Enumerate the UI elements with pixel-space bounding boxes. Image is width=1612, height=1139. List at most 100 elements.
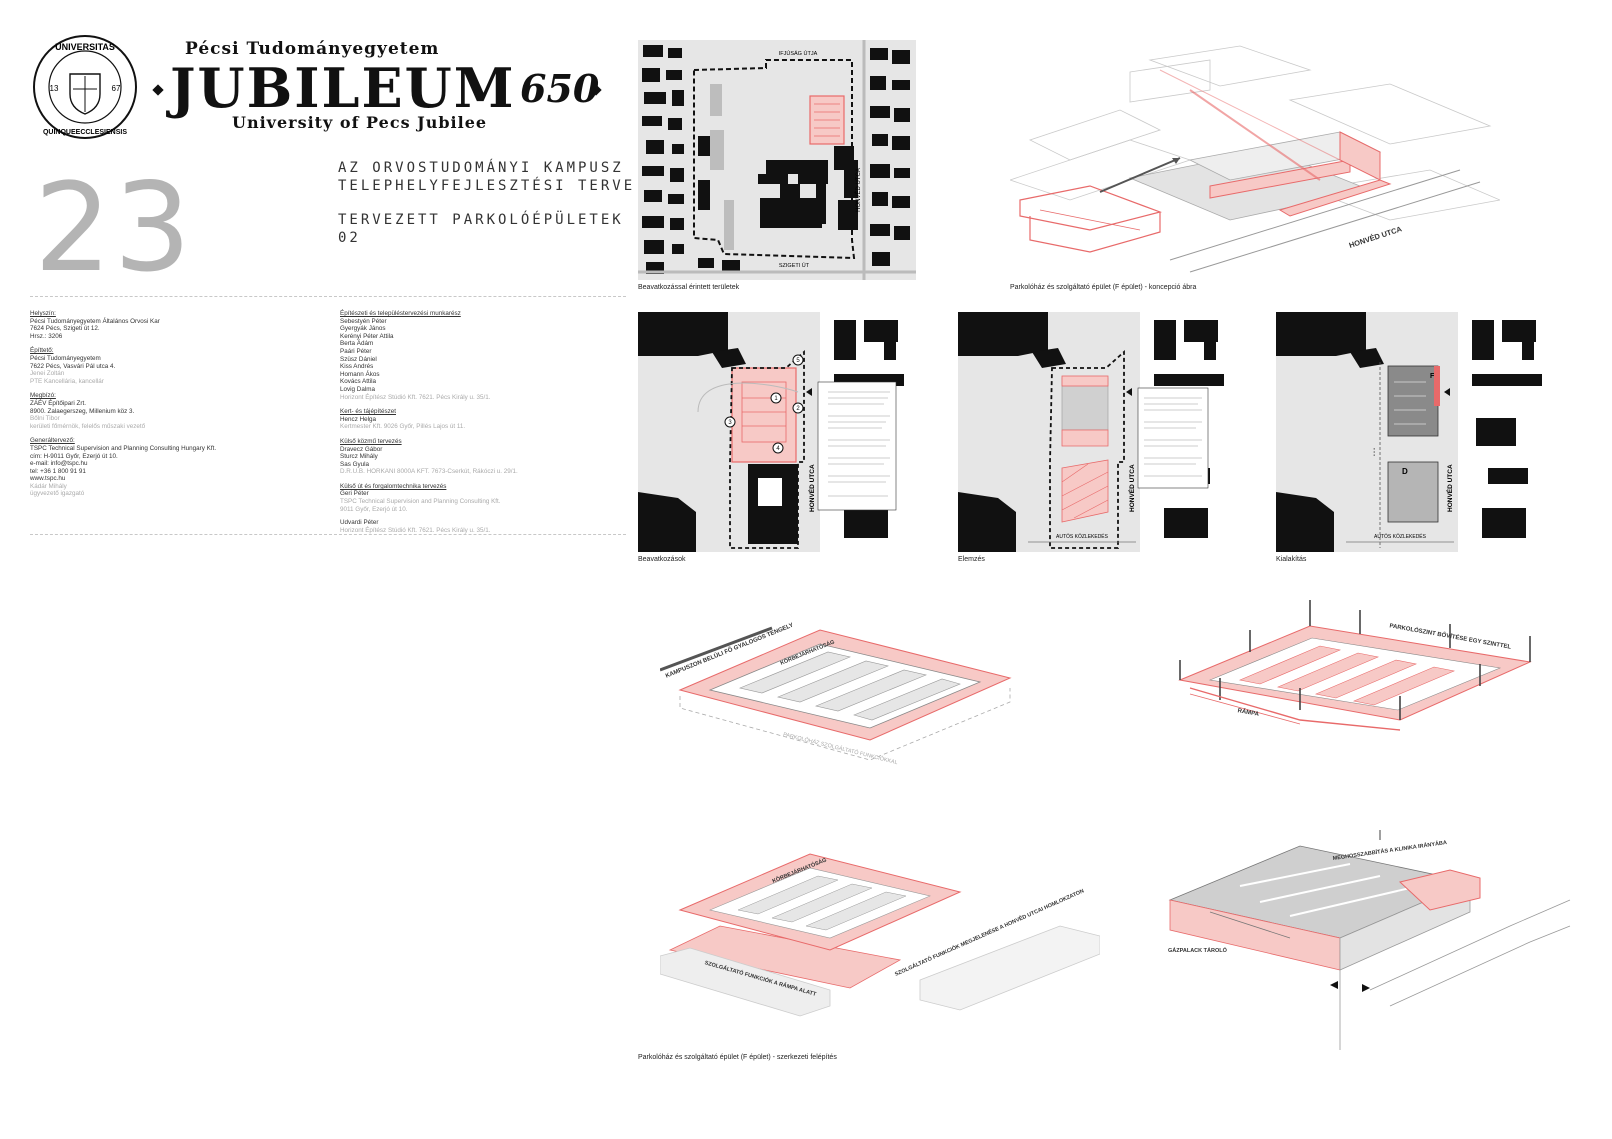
seal-year-left: 13 xyxy=(50,84,59,93)
credit-line: Kerényi Péter Attila xyxy=(340,332,394,340)
divider-top xyxy=(30,296,626,297)
credit-line: Sebestyén Péter xyxy=(340,317,387,325)
layout-street-label: HONVÉD UTCA xyxy=(1445,464,1454,512)
credit-heading: Külső közmű tervezés xyxy=(340,437,402,445)
credits-left: Helyszín: Pécsi Tudományegyetem Általáno… xyxy=(30,310,300,498)
credit-heading: Külső út és forgalomtechnika tervezés xyxy=(340,482,447,490)
credit-heading: Kert- és tájépítészet xyxy=(340,408,396,416)
seal-text-top: UNIVERSITAS xyxy=(55,42,115,52)
credit-line: e-mail: info@tspc.hu xyxy=(30,460,88,468)
seal-year-right: 67 xyxy=(112,84,121,93)
credit-line: TSPC Technical Supervision and Planning … xyxy=(30,444,217,452)
intervention-marker-3: 3 xyxy=(728,420,732,426)
site-plan-caption: Beavatkozással érintett területek xyxy=(638,284,740,291)
sheet-title-line2: TELEPHELYFEJLESZTÉSI TERVE xyxy=(338,178,636,194)
university-seal: UNIVERSITAS QUINQUEECCLESIENSIS 13 67 xyxy=(32,34,138,140)
layout-letter-d: D xyxy=(1402,467,1408,476)
structure-caption: Parkolóház és szolgáltató épület (F épül… xyxy=(638,1054,837,1061)
iso-b-ramp-label: RÁMPA xyxy=(1237,707,1260,718)
iso-a-bottom-label: PARKOLÓHÁZ SZOLGÁLTATÓ FUNKCIÓKKAL xyxy=(782,731,898,766)
credit-line: Hrsz.: 3206 xyxy=(30,332,63,340)
intervention-marker-2: 2 xyxy=(796,406,800,412)
iso-final-top-label: MEGHOSSZABBÍTÁS A KLINIKA IRÁNYÁBA xyxy=(1332,838,1447,862)
university-name-en: University of Pecs Jubilee xyxy=(232,113,488,132)
jubilee-number: 650 xyxy=(520,66,600,111)
credit-line: Homann Ákos xyxy=(340,370,380,378)
credit-line: tel: +36 1 800 91 91 xyxy=(30,467,86,475)
credit-muted: PTE Kancellária, kancellár xyxy=(30,377,104,385)
interventions-street-label: HONVÉD UTCA xyxy=(807,464,816,512)
layout-panel: F D • • • HONVÉD UTCA AUTÓS KÖZLEKEDÉS xyxy=(1276,312,1554,552)
svg-text:• • •: • • • xyxy=(1372,448,1378,456)
credits-right: Építészeti és településtervezési munkaré… xyxy=(340,310,620,534)
credit-line: Kovács Attila xyxy=(340,378,377,386)
iso-structure: KÖRBEJÁRHATÓSÁG SZOLGÁLTATÓ FUNKCIÓK A R… xyxy=(659,830,1101,1030)
credit-heading: Helyszín: xyxy=(30,310,56,317)
university-name-hu: Pécsi Tudományegyetem xyxy=(185,39,440,59)
concept-panel: HONVÉD UTCA xyxy=(1008,40,1502,280)
analysis-street-label: HONVÉD UTCA xyxy=(1127,464,1136,512)
credit-muted: Kádár Mihály xyxy=(30,482,67,490)
credit-line: Szüsz Dániel xyxy=(340,355,377,363)
layout-letter-f: F xyxy=(1430,373,1435,380)
site-plan-label-top: IFJÚSÁG ÚTJA xyxy=(779,50,818,57)
credit-line: Sas Gyula xyxy=(340,460,370,468)
credit-line: Geri Péter xyxy=(340,490,369,498)
credit-line: Udvardi Péter xyxy=(340,519,379,527)
credit-muted: D.R.U.B. HORKANI 8000A KFT. 7673-Cserkút… xyxy=(340,468,518,476)
interventions-panel: 1 2 3 4 5 HONVÉD UTCA xyxy=(638,312,916,552)
site-plan-label-bottom: SZIGETI ÚT xyxy=(779,262,810,269)
credit-muted: Jenei Zoltán xyxy=(30,370,65,378)
credit-muted: TSPC Technical Supervision and Planning … xyxy=(340,498,501,506)
credit-line: Pécsi Tudományegyetem xyxy=(30,354,101,362)
sheet-subtitle-line1: TERVEZETT PARKOLÓÉPÜLETEK xyxy=(338,212,624,228)
credit-line: Gyergyák János xyxy=(340,325,386,333)
intervention-marker-4: 4 xyxy=(776,446,780,452)
site-plan-panel: IFJÚSÁG ÚTJA HONVÉD UTCA SZIGETI ÚT xyxy=(638,40,916,280)
sheet-number: 23 xyxy=(34,157,194,299)
credit-line: www.tspc.hu xyxy=(30,475,66,483)
credit-muted: ügyvezető igazgató xyxy=(30,490,85,498)
iso-final: MEGHOSSZABBÍTÁS A KLINIKA IRÁNYÁBA GÁZPA… xyxy=(1150,830,1590,1060)
diamond-ornament-left xyxy=(152,84,164,96)
credit-heading: Generáltervező: xyxy=(30,437,75,445)
credit-line: 7622 Pécs, Vasvári Pál utca 4. xyxy=(30,362,116,370)
jubilee-title: JUBILEUM xyxy=(170,56,516,120)
credit-line: Kiss Andrés xyxy=(340,363,374,371)
sheet-title-line1: AZ ORVOSTUDOMÁNYI KAMPUSZ xyxy=(338,160,624,176)
credit-line: Paári Péter xyxy=(340,347,372,355)
credit-muted: Horizont Építész Stúdió Kft. 7621. Pécs … xyxy=(340,526,491,534)
credit-line: Berta Ádám xyxy=(340,340,374,348)
divider-bottom xyxy=(30,534,626,535)
interventions-caption: Beavatkozások xyxy=(638,556,686,563)
credit-muted: Bőlni Tibor xyxy=(30,415,60,423)
credit-line: Lovig Dalma xyxy=(340,385,375,393)
credit-line: Hencz Helga xyxy=(340,415,377,423)
credit-line: 7624 Pécs, Szigeti út 12. xyxy=(30,325,100,333)
analysis-caption: Elemzés xyxy=(958,556,985,563)
credit-line: cím: H-9011 Győr, Ezerjó út 10. xyxy=(30,452,118,460)
credit-muted: Kertmester Kft. 9026 Győr, Pillés Lajos … xyxy=(340,423,466,431)
credit-muted: Horizont Építész Stúdió Kft. 7621. Pécs … xyxy=(340,393,491,401)
credit-muted: 9011 Győr, Ezerjó út 10. xyxy=(340,505,408,513)
layout-bottom-label: AUTÓS KÖZLEKEDÉS xyxy=(1374,533,1427,540)
credit-line: 8900. Zalaegerszeg, Millenium köz 3. xyxy=(30,407,135,415)
concept-caption: Parkolóház és szolgáltató épület (F épül… xyxy=(1010,284,1197,291)
credit-line: Pécsi Tudományegyetem Általános Orvosi K… xyxy=(30,317,160,325)
credit-muted: kerületi főmérnök, felelős műszaki vezet… xyxy=(30,422,146,430)
credit-heading: Építészeti és településtervezési munkaré… xyxy=(340,310,461,317)
sheet-subtitle-line2: 02 xyxy=(338,230,361,246)
site-plan-label-right: HONVÉD UTCA xyxy=(855,168,862,212)
seal-text-bottom: QUINQUEECCLESIENSIS xyxy=(43,129,127,136)
credit-line: ZÁÉV Építőipari Zrt. xyxy=(30,399,86,407)
iso-level-a: KAMPUSZON BELÜLI FŐ GYALOGOS TENGELY KÖR… xyxy=(659,600,1040,780)
credit-heading: Építtető: xyxy=(30,347,54,355)
layout-caption: Kialakítás xyxy=(1276,556,1307,563)
iso-final-left-label: GÁZPALACK TÁROLÓ xyxy=(1168,946,1228,954)
analysis-panel: HONVÉD UTCA AUTÓS KÖZLEKEDÉS xyxy=(958,312,1236,552)
iso-level-b: PARKOLÓSZINT BŐVÍTÉSE EGY SZINTTEL RÁMPA xyxy=(1160,590,1560,780)
concept-street-label: HONVÉD UTCA xyxy=(1348,224,1404,250)
credit-line: Sturcz Mihály xyxy=(340,453,378,461)
credit-line: Dravecz Gábor xyxy=(340,445,383,453)
intervention-marker-5: 5 xyxy=(796,358,800,364)
